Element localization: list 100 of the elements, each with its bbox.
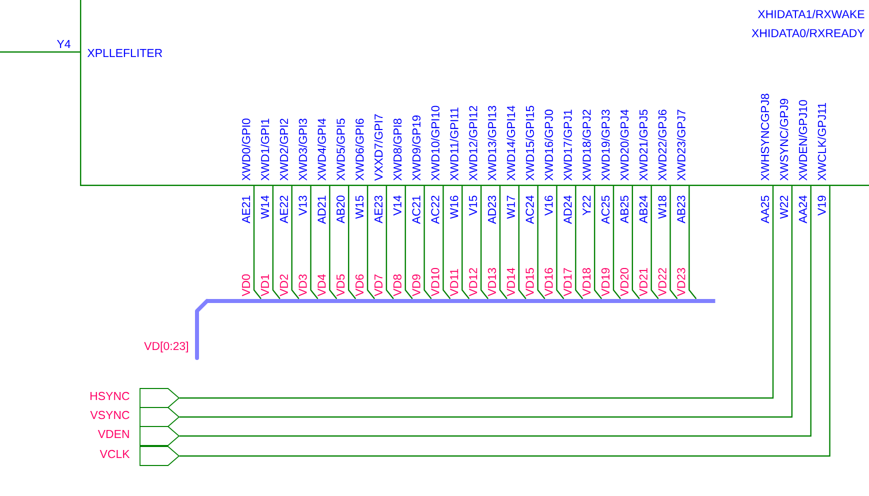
pin-name: XWD22/GPJ6 xyxy=(658,110,666,181)
net-label: VD1 xyxy=(260,273,270,297)
wire xyxy=(670,186,678,300)
pin-name: XWD16/GPJ0 xyxy=(544,110,553,181)
net-label: VD18 xyxy=(582,267,592,297)
net-label: VD12 xyxy=(468,267,478,297)
chip-outline xyxy=(80,0,869,186)
pin-name: XWD12/GPI12 xyxy=(468,106,478,181)
pin-number: AE23 xyxy=(374,196,383,224)
pin-name: XWD23/GPJ7 xyxy=(676,110,686,181)
pin-number: AB24 xyxy=(639,196,648,224)
pin-number: AC25 xyxy=(601,196,610,224)
pin-name: XWD1/GPI1 xyxy=(260,118,270,181)
pin-name: XWD9/GP19 xyxy=(412,116,420,181)
wire xyxy=(575,186,584,300)
net-label: VD8 xyxy=(392,273,402,297)
wire xyxy=(556,186,564,300)
pin-number: W14 xyxy=(260,196,269,219)
net-label: VD0 xyxy=(241,273,251,297)
net-label: VD13 xyxy=(487,267,497,297)
pin-name: XWD13/GPI13 xyxy=(488,106,496,181)
pin-name: XWD10/GPI10 xyxy=(431,106,440,181)
wire xyxy=(291,186,300,300)
pin-name: XWD17/GPJ1 xyxy=(563,110,572,181)
wire xyxy=(688,186,697,300)
pin-number: AA25 xyxy=(760,196,770,224)
pin-number: AB25 xyxy=(620,196,628,224)
net-label: VD10 xyxy=(430,267,440,297)
pin-name: XWSYNC/GPJ9 xyxy=(780,98,788,181)
pin-name: XWD14/GPI14 xyxy=(506,106,516,181)
wire xyxy=(462,186,470,300)
wire xyxy=(310,186,318,300)
pin-name: XWCLK/GPJ11 xyxy=(818,102,826,181)
net-label: VD23 xyxy=(676,267,686,297)
wire xyxy=(366,186,375,300)
pin-number: W22 xyxy=(780,196,788,219)
wire xyxy=(632,186,640,300)
net-label: VD2 xyxy=(279,273,288,297)
pin-number: V15 xyxy=(469,196,478,216)
wire xyxy=(404,186,413,300)
pin-number: AC24 xyxy=(526,196,534,224)
net-label: VD16 xyxy=(544,267,554,297)
net-label: VD9 xyxy=(412,273,421,297)
pin-number: AE22 xyxy=(280,196,288,224)
wire xyxy=(253,186,262,300)
wire xyxy=(537,186,546,300)
net-label: VD14 xyxy=(506,267,516,297)
pin-number: W15 xyxy=(356,196,364,219)
wire xyxy=(650,186,659,300)
pin-number: Y4 xyxy=(57,40,70,48)
pin-number: AD24 xyxy=(564,196,572,224)
pin-number: AD21 xyxy=(318,196,326,224)
wire xyxy=(386,186,394,300)
net-label: VD22 xyxy=(658,267,667,297)
pin-number: V14 xyxy=(393,196,402,216)
pin-name: XWD20/GPJ4 xyxy=(620,110,629,181)
pin-name: XWD6/GPI6 xyxy=(355,118,364,181)
pin-name: XWD18/GPJ2 xyxy=(582,110,591,181)
pin-name: XWD2/GPI2 xyxy=(280,118,288,181)
wire xyxy=(612,186,621,300)
pin-name: XWD11/GPI11 xyxy=(450,108,458,181)
pin-number: AC22 xyxy=(431,196,440,224)
wire xyxy=(348,186,356,300)
net-label: VD5 xyxy=(336,273,346,297)
pin-number: W17 xyxy=(506,196,515,219)
pin-number: AA24 xyxy=(798,196,807,224)
net-label: VD7 xyxy=(374,273,383,297)
pin-number: W16 xyxy=(450,196,458,219)
net-label: VD3 xyxy=(298,273,308,297)
net-label: VD19 xyxy=(600,267,610,297)
pin-name: XHIDATA0/RXREADY xyxy=(752,28,865,38)
wire xyxy=(442,186,451,300)
pin-name: XWD8/GPI8 xyxy=(393,118,402,181)
net-label: VD15 xyxy=(525,267,534,297)
pin-name: XWD3/GPI3 xyxy=(298,118,307,181)
wire xyxy=(499,186,508,300)
wire xyxy=(594,186,602,300)
pin-number: V16 xyxy=(544,196,553,216)
wire xyxy=(329,186,338,300)
wire xyxy=(518,186,526,300)
wire xyxy=(424,186,432,300)
pin-name: XWD19/GPJ3 xyxy=(601,110,610,181)
wire xyxy=(0,51,80,53)
pin-name: XWDEN/GPJ10 xyxy=(798,100,808,181)
pin-number: AD23 xyxy=(488,196,496,224)
pin-number: V19 xyxy=(818,196,826,216)
pin-number: W18 xyxy=(658,196,666,219)
net-label: VD11 xyxy=(450,268,459,297)
pin-number: AB20 xyxy=(336,196,345,224)
pin-name: XHIDATA1/RXWAKE xyxy=(758,10,864,18)
net-label: VD20 xyxy=(620,267,629,297)
pin-number: AC21 xyxy=(412,196,420,224)
pin-name: VXXD7/GPI7 xyxy=(374,114,383,181)
pin-name: XPLLEFLITER xyxy=(87,49,162,57)
pin-name: XWD0/GPI0 xyxy=(242,118,250,181)
net-label: VD4 xyxy=(317,273,326,297)
wire xyxy=(272,186,280,300)
net-label: VD6 xyxy=(354,273,364,297)
pin-number: Y22 xyxy=(582,196,591,216)
pin-number: AB23 xyxy=(677,196,686,224)
